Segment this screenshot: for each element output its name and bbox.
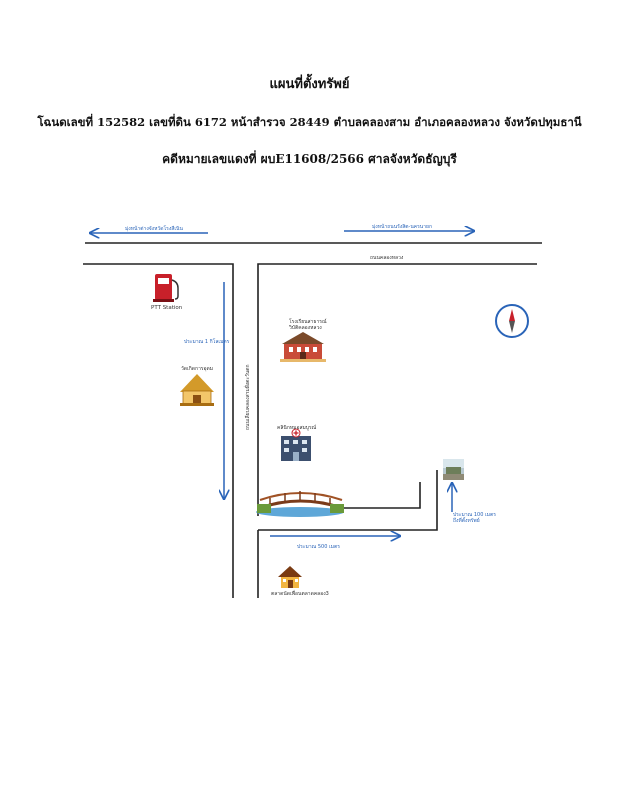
road-right-edge-upper <box>257 263 537 516</box>
roads <box>83 242 542 598</box>
road-left-edge <box>83 263 234 598</box>
school-label-line1: โรงเรียนสาธารณ์ <box>289 319 327 325</box>
fuel-pump-icon <box>153 274 179 302</box>
house-icon <box>278 566 302 588</box>
main-road-label: ถนนคลองหลวง <box>370 255 404 261</box>
distance-100m-label-line2: ถึงที่ตั้งทรัพย์ <box>453 518 480 524</box>
deed-info: โฉนดเลขที่ 152582 เลขที่ดิน 6172 หน้าสำร… <box>37 115 582 129</box>
compass-icon <box>495 304 529 338</box>
school-label-line2: วิบัติคลองหลวง <box>289 325 322 331</box>
temple-icon <box>180 374 214 406</box>
direction-left-label: มุ่งหน้าต่างจังหวัดโรงสีเนิน <box>125 226 183 232</box>
distance-1km-label: ประมาณ 1 กิโลเมตร <box>184 339 230 345</box>
case-number: คดีหมายเลขแดงที่ ผบE11608/2566 ศาลจังหวั… <box>162 152 457 166</box>
direction-right-label: มุ่งหน้าถนนรังสิต-นครนายก <box>372 224 432 230</box>
temple-label: วัดเกิดการอุดม <box>181 366 214 372</box>
page-title: แผนที่ตั้งทรัพย์ <box>269 77 350 92</box>
ptt-station-label: PTT Station <box>151 305 183 311</box>
bridge-icon <box>256 491 344 517</box>
distance-100m-label-line1: ประมาณ 100 เมตร <box>453 512 496 518</box>
side-road-label: ถนนเลียบคลองสามฝั่งตะวันตก <box>245 364 251 430</box>
property-photo <box>443 459 464 480</box>
canal-road-upper <box>342 482 421 509</box>
canal-road-lower <box>258 470 438 531</box>
hospital-label: คลินิกหมอสมบูรณ์ <box>277 425 317 431</box>
house-label: ตลาดนัดเพื่อนตลาดคลอง3 <box>271 591 329 597</box>
distance-500m-label: ประมาณ 500 เมตร <box>297 544 340 550</box>
hospital-icon <box>281 428 311 461</box>
school-icon <box>280 332 326 362</box>
